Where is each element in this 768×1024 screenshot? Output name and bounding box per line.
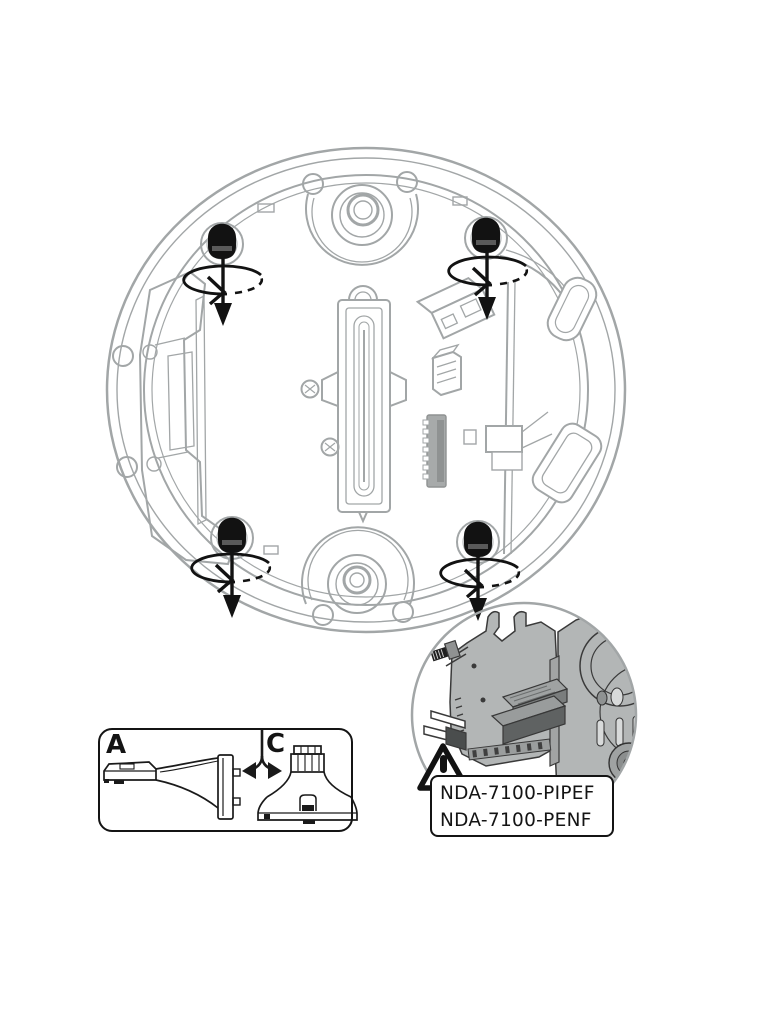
fixing-screw-detail	[430, 639, 461, 662]
right-cable-bracket	[463, 249, 603, 555]
screw-callouts	[181, 216, 529, 623]
camera-base-bottom-view	[105, 146, 627, 634]
clamp-block-detail	[490, 678, 569, 745]
part-number-line-2: NDA-7100-PENF	[440, 810, 592, 831]
option-c-label: C	[266, 729, 286, 759]
top-cable-gland	[331, 184, 393, 246]
part-number-line-1: NDA-7100-PIPEF	[440, 783, 595, 804]
pendant-mount-drawing	[257, 745, 358, 824]
wall-mount-arm-drawing	[103, 754, 241, 820]
center-bracket	[321, 285, 407, 524]
fork-tabs-detail	[423, 709, 467, 751]
mount-options-box	[98, 728, 353, 832]
bottom-cable-gland	[327, 554, 387, 614]
split-arrow-icon	[242, 729, 282, 779]
wiring-connectors	[415, 276, 496, 488]
rim-screw-holes	[112, 171, 418, 626]
mount-options-graphics	[103, 729, 358, 824]
plate-screws	[300, 379, 340, 457]
mounting-plate-ring	[143, 174, 589, 606]
option-a-label: A	[106, 730, 127, 760]
part-number-label: NDA-7100-PIPEF NDA-7100-PENF	[430, 775, 614, 837]
left-mounting-bracket	[138, 270, 238, 566]
toothed-rail-detail	[467, 738, 552, 761]
outer-rim	[105, 146, 627, 634]
